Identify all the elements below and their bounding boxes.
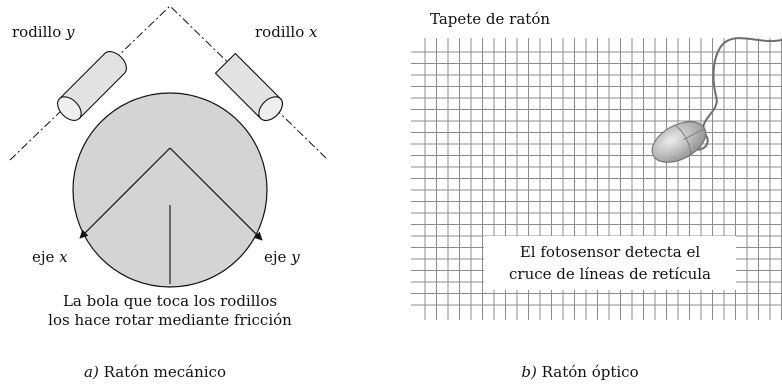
ball-caption-line1: La bola que toca los rodillos (63, 292, 277, 310)
panel-b-caption: b) Ratón óptico (521, 363, 638, 381)
ball-caption-line2: los hace rotar mediante fricción (48, 311, 292, 329)
mechanical-mouse-panel: rodillo y rodillo x eje x eje y La bola … (9, 5, 329, 381)
axis-arrows (79, 147, 263, 241)
mouse-cable (687, 37, 782, 151)
sensor-note-line2: cruce de líneas de retícula (509, 265, 711, 283)
roller-y-label: rodillo y (12, 23, 75, 41)
roller-x-label: rodillo x (255, 23, 318, 41)
roller-y (57, 51, 127, 121)
axis-y-label: eje y (264, 248, 300, 266)
axis-x-label: eje x (32, 248, 68, 266)
sensor-note-box (484, 236, 736, 290)
optical-mouse-panel: Tapete de ratón El fotosensor detecta el… (411, 10, 782, 381)
mouse-pad-grid (411, 38, 782, 320)
roller-x (214, 52, 283, 121)
pad-title: Tapete de ratón (430, 10, 550, 28)
ball (72, 92, 268, 288)
optical-mouse (651, 121, 707, 163)
panel-a-caption: a) Ratón mecánico (84, 363, 226, 381)
sensor-note-line1: El fotosensor detecta el (520, 243, 700, 261)
